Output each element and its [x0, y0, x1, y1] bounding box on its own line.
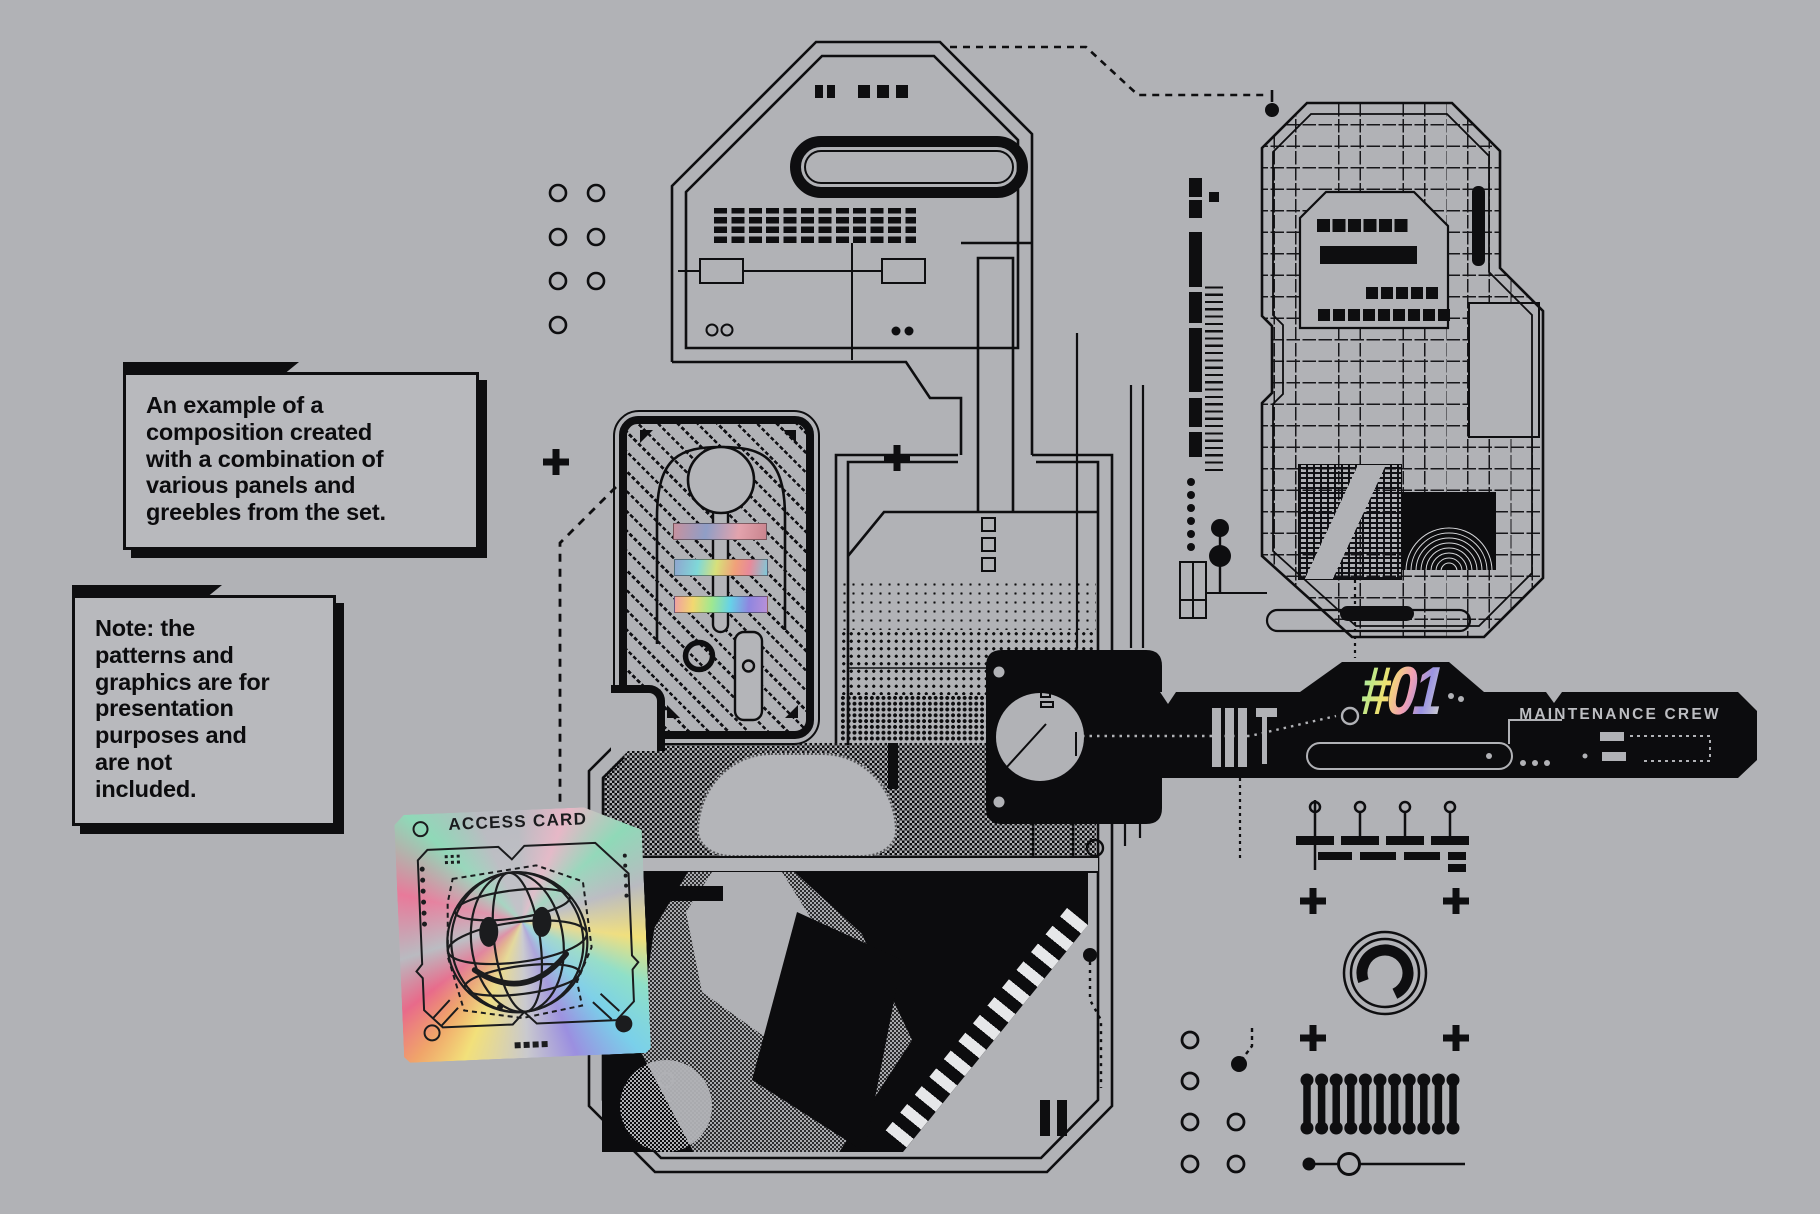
ruler-ladder [1205, 281, 1223, 471]
black-blob-bar [1472, 186, 1485, 266]
dither-band-sparse [840, 580, 1096, 630]
grid-panel-side-plate [1468, 302, 1540, 438]
grid-subpanel [1298, 190, 1450, 330]
note-box-body: Note: the patterns and graphics are for … [72, 595, 336, 827]
helmet-dome-shape [697, 753, 897, 856]
figure-black-bar [671, 886, 723, 901]
note-box-2: Note: the patterns and graphics are for … [72, 585, 336, 827]
corner-circles [1180, 1028, 1254, 1174]
maintenance-crew-label: MAINTENANCE CREW [1519, 706, 1721, 723]
top-panel-square-matrix [714, 208, 916, 243]
note-box-1: An example of a composition created with… [123, 362, 479, 550]
segmented-bar [1189, 178, 1219, 457]
pause-icon [1040, 1100, 1070, 1136]
plus-marker-icon [1300, 888, 1469, 1051]
pin-icons [1296, 800, 1469, 872]
note-box-tab [123, 362, 299, 375]
slot-mark [888, 743, 898, 789]
dashed-connector-left [558, 486, 617, 808]
duct-dot-trail [1083, 948, 1103, 1088]
globe-smiley-icon [439, 864, 596, 1021]
handle-pill-icon [790, 136, 1028, 198]
hatched-panel [611, 410, 820, 751]
note-box-tab [72, 585, 222, 598]
dot-column [1187, 478, 1195, 551]
slider-icon [1302, 1152, 1465, 1176]
panel-notch [611, 685, 665, 751]
ring-icon [682, 639, 716, 673]
holo-bar-1 [673, 523, 767, 540]
card-dot-marks [419, 848, 635, 1053]
plus-marker-icon [543, 445, 910, 475]
slot-outline [1265, 608, 1472, 633]
tag-shape [733, 630, 764, 722]
holo-bar-3 [674, 596, 768, 613]
coil-icon [1300, 1073, 1460, 1135]
glitch-texture-block [1298, 464, 1402, 580]
access-card-linework [394, 805, 651, 1063]
maintenance-wrench-bar [986, 650, 1757, 824]
screw-circles-grid [548, 183, 606, 335]
black-pill [1340, 606, 1414, 621]
node-circles [1209, 519, 1231, 593]
note-box-body: An example of a composition created with… [123, 372, 479, 550]
dithered-figure-panel [602, 872, 1098, 1158]
radar-arcs-block [1402, 492, 1496, 570]
access-card: ACCESS CARD [394, 805, 651, 1063]
crew-number: #01 [1349, 652, 1450, 744]
note-text-1: An example of a composition created with… [146, 392, 386, 526]
dashed-connector-top [950, 45, 1279, 117]
top-panel-outline [670, 40, 1034, 512]
grid-panel-outline [1260, 101, 1545, 639]
target-reset-icon [1342, 930, 1428, 1016]
note-text-2: Note: the patterns and graphics are for … [95, 615, 270, 802]
duct-squares [981, 517, 996, 572]
figure-ring-detail [658, 1072, 674, 1088]
mini-table [1179, 561, 1267, 619]
vent-squares-icon [815, 85, 908, 98]
holo-bar-2 [674, 559, 768, 576]
handle-pill-inner [804, 150, 1014, 184]
dashed-blob-outline [444, 863, 594, 1021]
